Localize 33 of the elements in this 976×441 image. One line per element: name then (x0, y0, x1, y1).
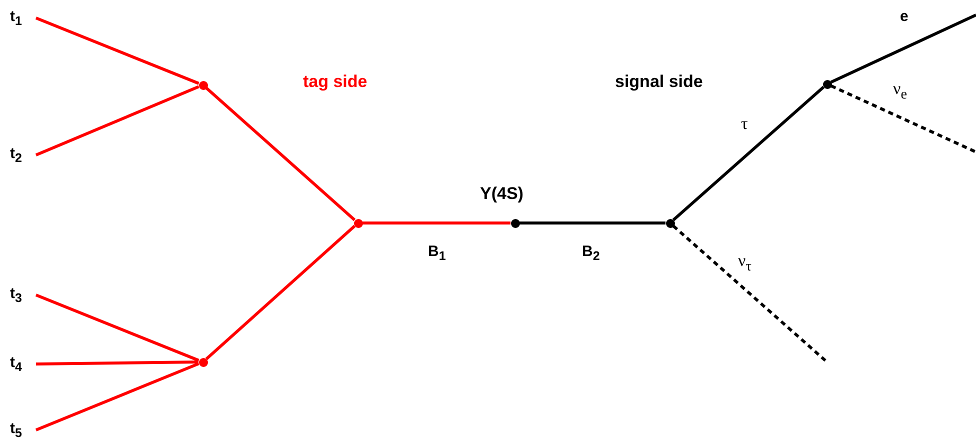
vertex-dot (666, 218, 674, 228)
particle-label: t$_{4}$ (10, 354, 22, 376)
edge-label: ν$_{e}$ (893, 80, 907, 104)
vertex-dot (822, 80, 832, 88)
particle-label: t$_{3}$ (10, 285, 22, 307)
particle-line (362, 222, 510, 224)
vertex-dot (510, 218, 520, 228)
edge-label: τ (741, 115, 748, 133)
particle-label: t$_{5}$ (10, 420, 22, 441)
particle-line (36, 360, 199, 366)
particle-label: t$_{1}$ (10, 8, 22, 30)
edge-label: B$_{1}$ (428, 243, 446, 265)
particle-line (830, 84, 976, 154)
particle-line (830, 14, 976, 84)
particle-line (35, 362, 200, 432)
particle-line (672, 224, 828, 364)
vertex-dot (354, 218, 362, 228)
particle-line (672, 86, 825, 222)
particle-line (35, 16, 200, 85)
particle-line (205, 224, 356, 360)
particle-line (205, 86, 356, 222)
particle-line (35, 294, 200, 362)
particle-label: t$_{2}$ (10, 145, 22, 167)
edge-label: ν$_{τ}$ (738, 252, 752, 276)
edge-label: e (900, 8, 908, 26)
vertex-dot (198, 80, 208, 90)
region-label: signal side (615, 73, 703, 91)
vertex-label: Υ(4S) (480, 185, 524, 203)
edge-label: B$_{2}$ (582, 243, 600, 265)
particle-line (35, 85, 200, 156)
vertex-dot (198, 358, 208, 366)
particle-line (520, 222, 666, 224)
region-label: tag side (303, 73, 368, 91)
